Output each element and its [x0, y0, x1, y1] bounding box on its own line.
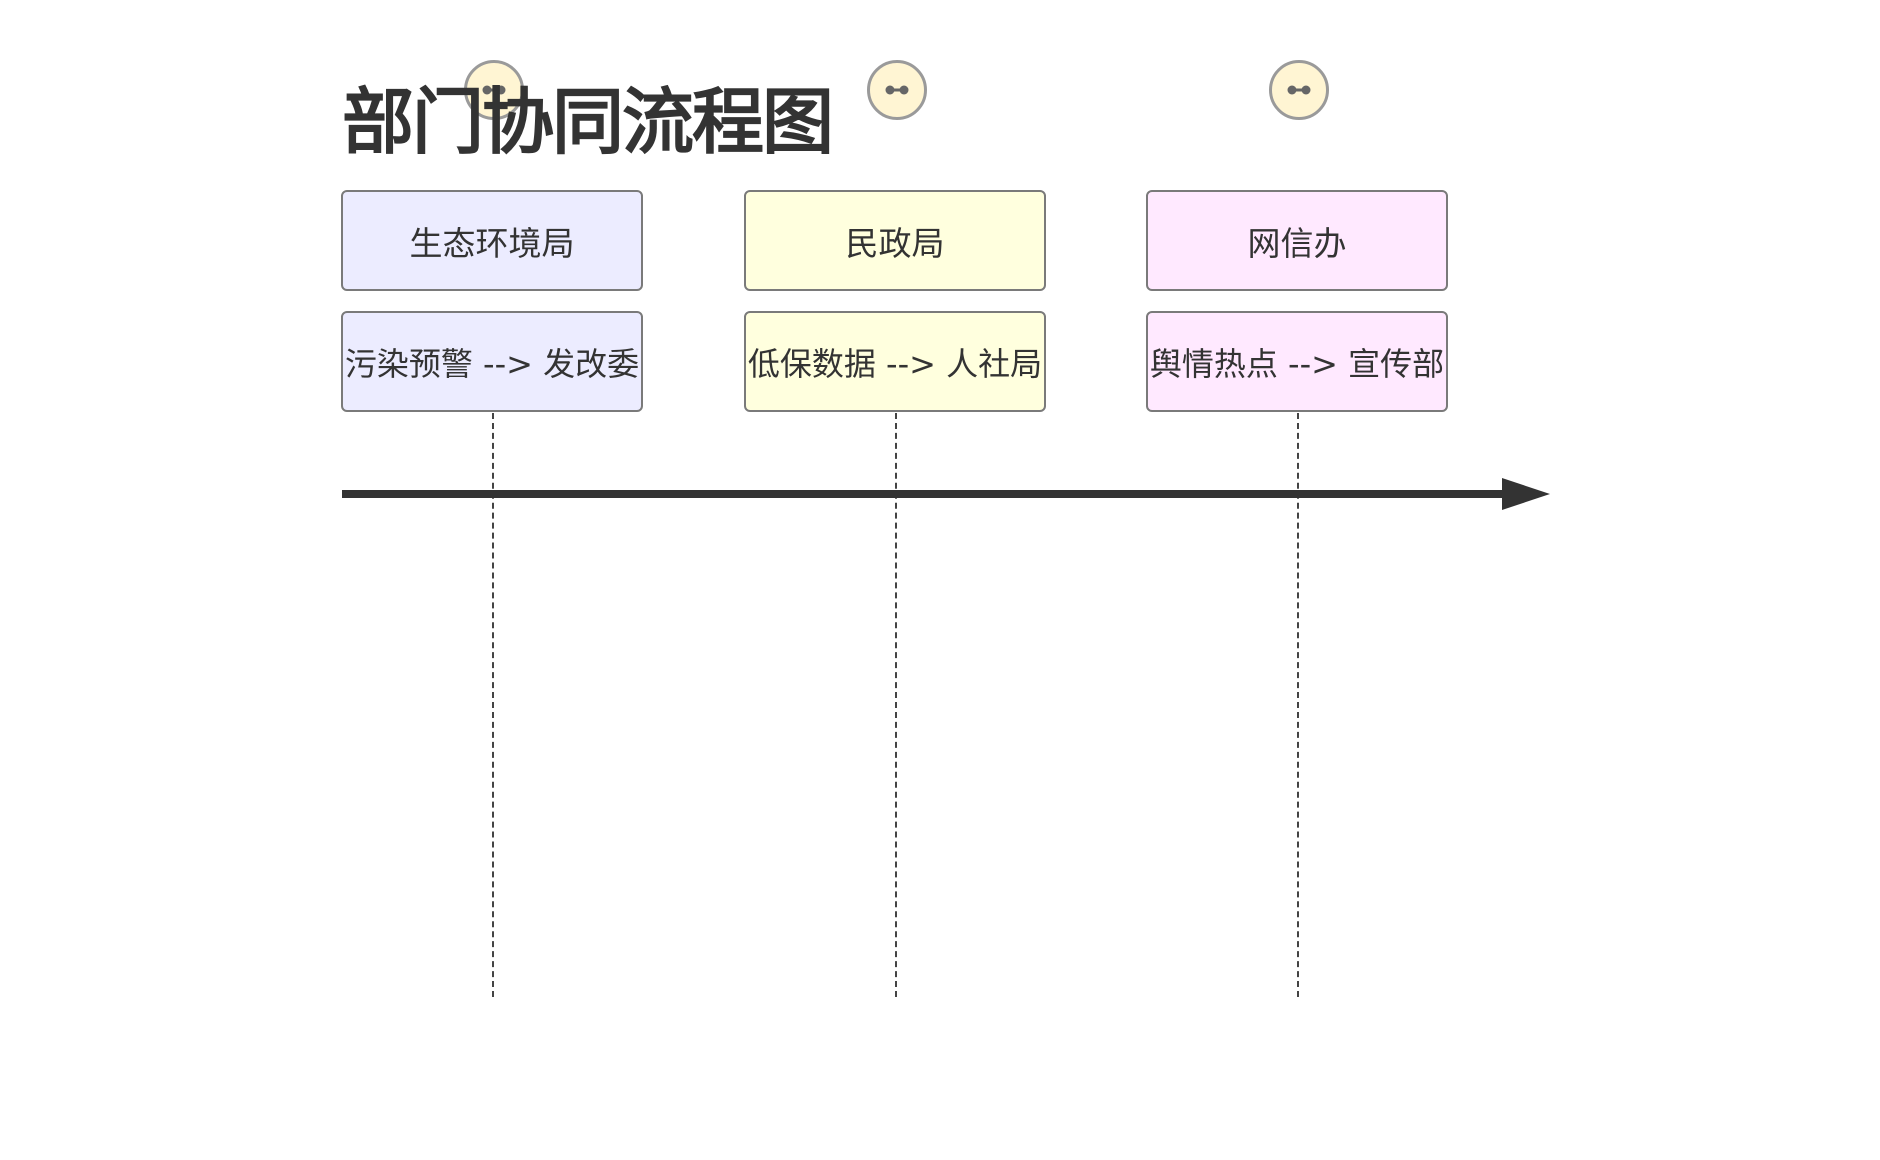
department-box-ecology: 生态环境局: [341, 190, 643, 291]
link-node-icon: [464, 60, 524, 120]
diagram-title: 部门协同流程图: [342, 80, 834, 164]
link-node-glyph: [885, 85, 909, 95]
link-node-glyph: [482, 85, 506, 95]
link-node-icon: [867, 60, 927, 120]
link-node-glyph: [1287, 85, 1311, 95]
timeline-arrowhead-icon: [1502, 478, 1550, 510]
lifeline-civil-affairs: [895, 413, 897, 997]
lifeline-ecology: [492, 413, 494, 997]
department-box-cyberspace: 网信办: [1146, 190, 1448, 291]
event-box-cyberspace: 舆情热点 --> 宣传部: [1146, 311, 1448, 412]
link-node-icon: [1269, 60, 1329, 120]
lifeline-cyberspace: [1297, 413, 1299, 997]
event-box-civil-affairs: 低保数据 --> 人社局: [744, 311, 1046, 412]
event-box-ecology: 污染预警 --> 发改委: [341, 311, 643, 412]
timeline-axis: [342, 478, 1550, 510]
department-box-civil-affairs: 民政局: [744, 190, 1046, 291]
